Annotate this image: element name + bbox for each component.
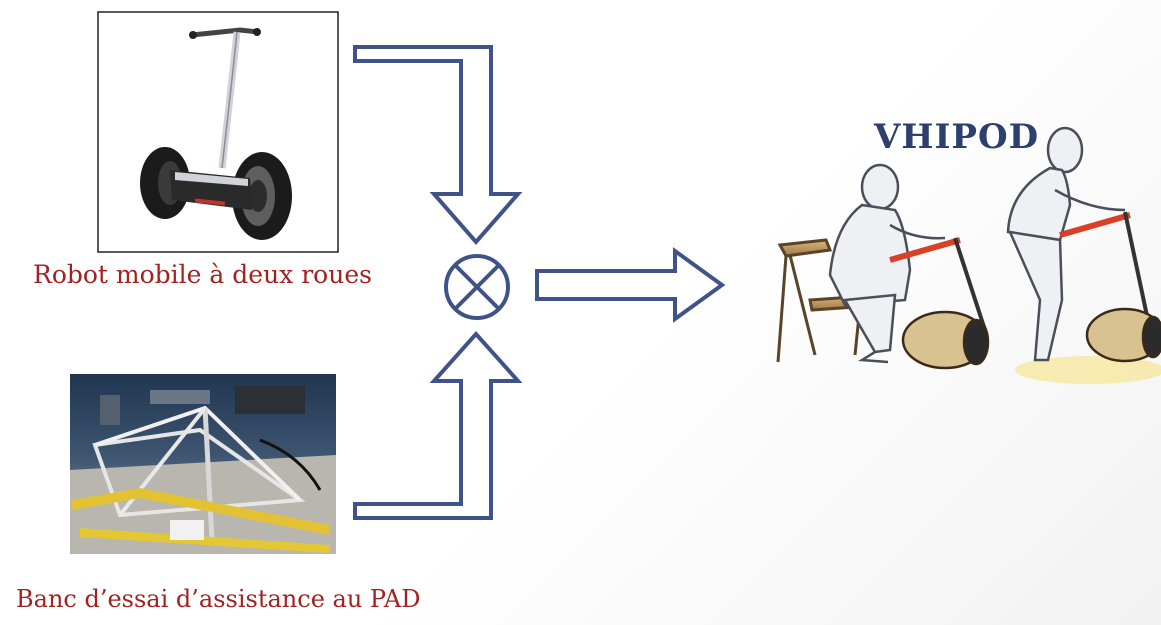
device-drawing-right [1059, 211, 1161, 363]
segway-photo [97, 11, 339, 253]
arrow-from-robot [353, 45, 523, 246]
vhipod-title: VHIPOD [874, 117, 1040, 157]
combine-operator-icon [444, 254, 510, 320]
arrow-from-bench [353, 330, 523, 520]
device-drawing [889, 237, 990, 370]
robot-caption: Robot mobile à deux roues [33, 260, 372, 289]
banc-caption: Banc d’essai d’assistance au PAD [16, 585, 421, 613]
rising-figure-drawing [1006, 126, 1126, 362]
vhipod-sketch [776, 126, 1161, 384]
arrow-to-vhipod [535, 247, 726, 323]
test-bench-photo [70, 374, 336, 554]
seated-figure-drawing [828, 163, 946, 364]
